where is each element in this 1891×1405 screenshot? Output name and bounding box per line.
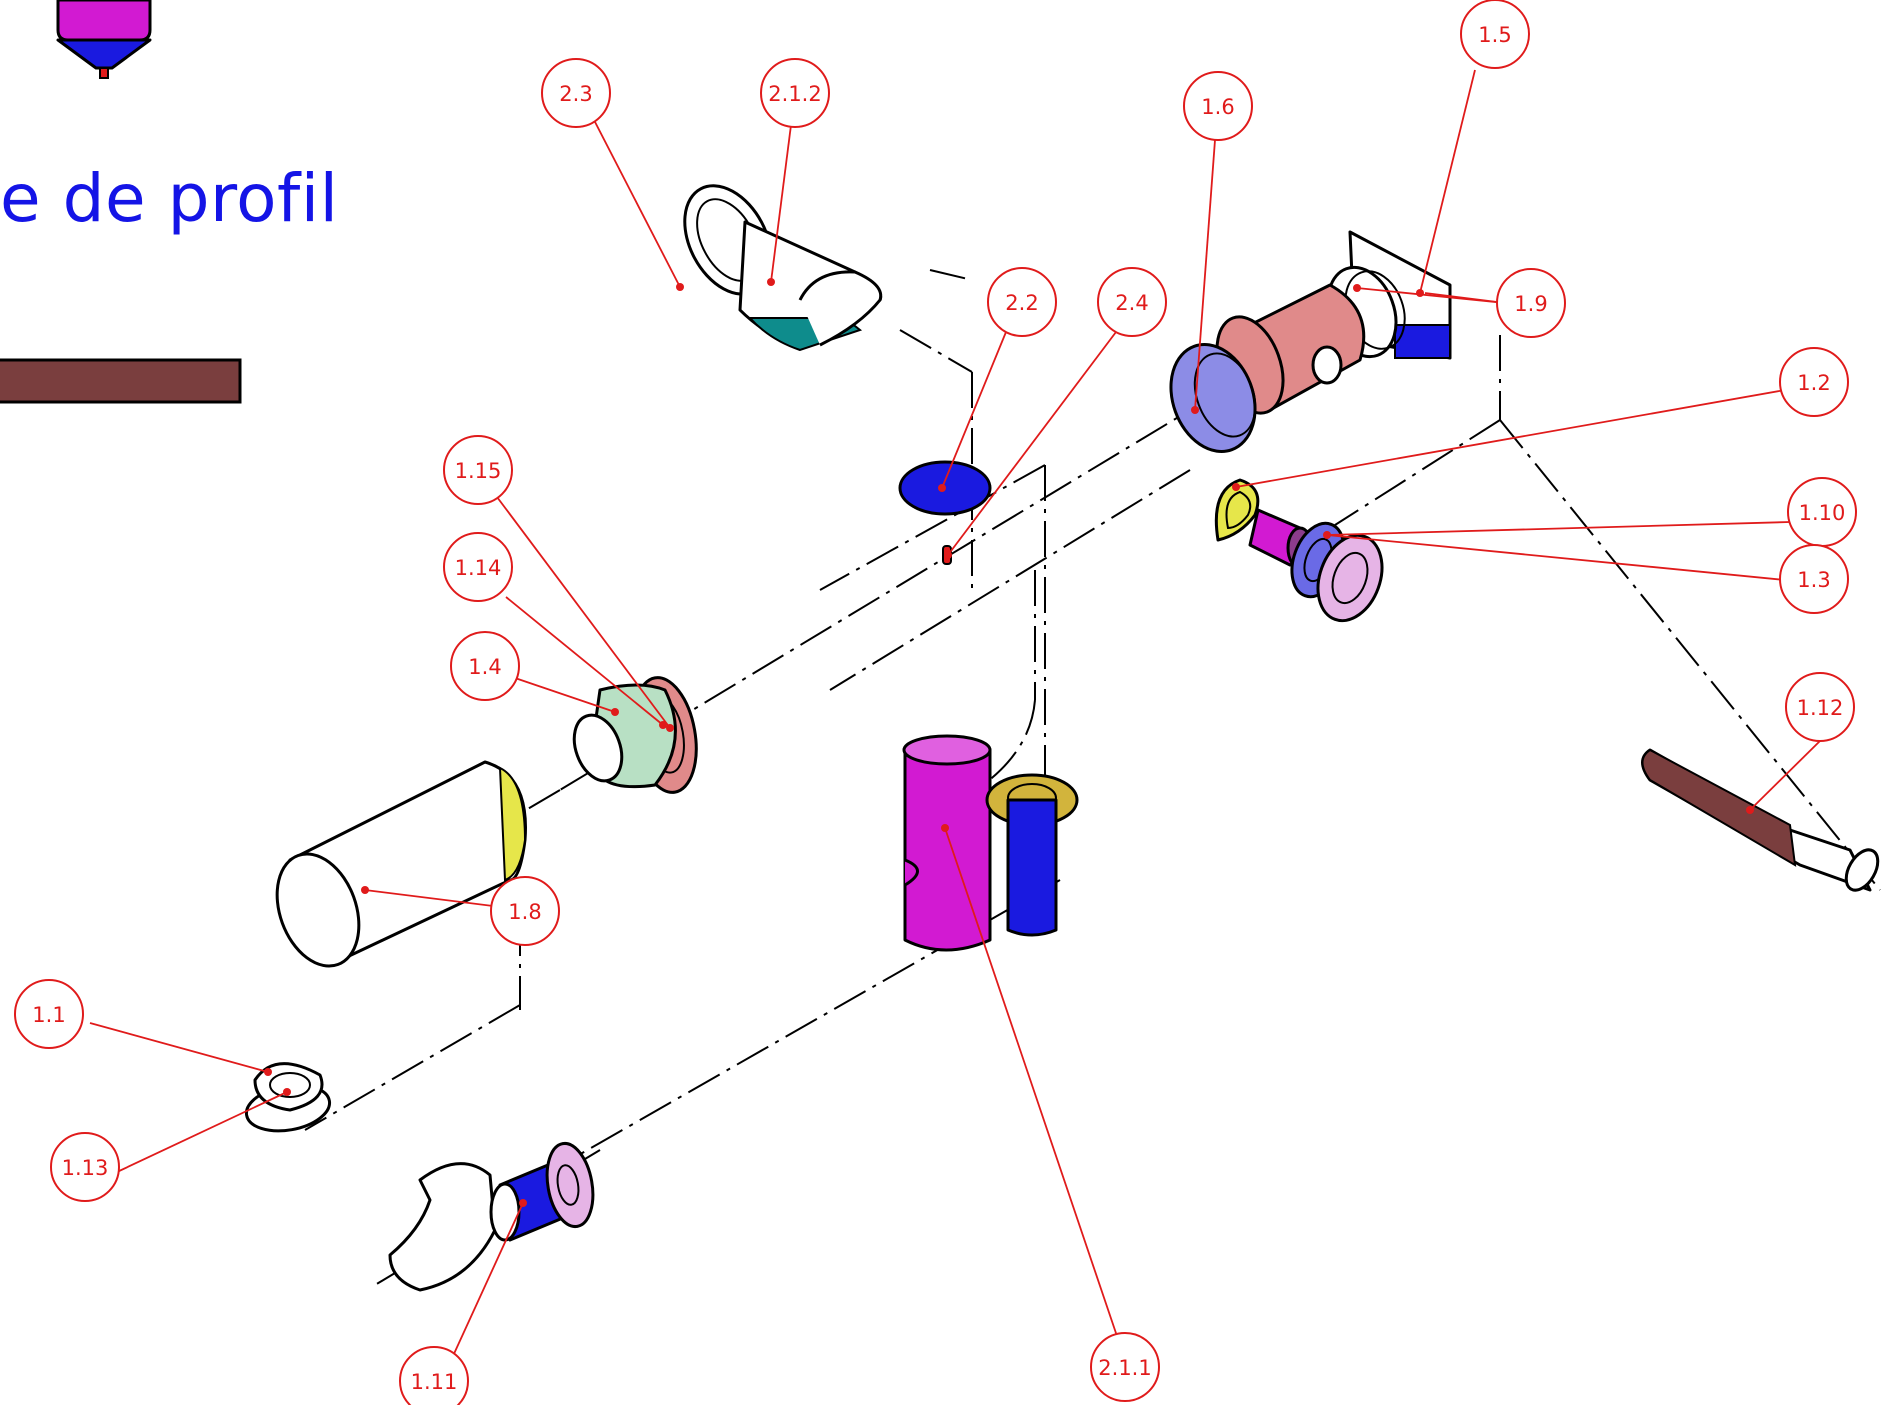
brown-bar-thumbnail — [0, 358, 242, 404]
callout-label: 1.10 — [1799, 501, 1846, 525]
callout-1-9: 1.9 — [1496, 268, 1566, 338]
part-1-8-pipe — [275, 760, 527, 968]
callout-1-14: 1.14 — [443, 532, 513, 602]
callout-1-13: 1.13 — [50, 1132, 120, 1202]
callout-label: 2.4 — [1115, 291, 1148, 315]
callout-label: 1.4 — [468, 655, 501, 679]
callout-label: 1.12 — [1797, 696, 1844, 720]
callout-label: 1.3 — [1797, 568, 1830, 592]
callout-label: 1.14 — [455, 556, 502, 580]
callout-1-11: 1.11 — [399, 1346, 469, 1405]
callout-label: 2.1.1 — [1098, 1356, 1151, 1380]
part-1-1-1-13-flange — [244, 1062, 332, 1133]
part-1-2-yellow-gasket — [1214, 478, 1260, 542]
callout-2-4: 2.4 — [1097, 267, 1167, 337]
part-1-12-brown-tube — [1641, 748, 1880, 892]
callout-label: 1.6 — [1201, 95, 1234, 119]
callout-label: 2.3 — [559, 82, 592, 106]
leader-lines — [89, 69, 1824, 1381]
callout-2-1-2: 2.1.2 — [760, 58, 830, 128]
part-1-3-flanges — [1290, 521, 1384, 623]
leader-dots — [264, 278, 1754, 1207]
callout-1-5: 1.5 — [1460, 0, 1530, 69]
center-lines — [304, 269, 1881, 1286]
callout-label: 1.5 — [1478, 23, 1511, 47]
callout-1-10: 1.10 — [1787, 477, 1857, 547]
callout-label: 1.11 — [411, 1370, 458, 1394]
callout-label: 2.2 — [1005, 291, 1038, 315]
callout-1-3: 1.3 — [1779, 544, 1849, 614]
callout-1-4: 1.4 — [450, 631, 520, 701]
callout-1-15: 1.15 — [443, 435, 513, 505]
callout-label: 1.8 — [508, 900, 541, 924]
callout-2-2: 2.2 — [987, 267, 1057, 337]
callout-label: 2.1.2 — [768, 82, 821, 106]
callout-label: 1.1 — [32, 1003, 65, 1027]
callout-1-2: 1.2 — [1779, 347, 1849, 417]
view-title: e de profil — [0, 160, 339, 237]
callout-label: 1.15 — [455, 459, 502, 483]
part-1-5-1-6-1-9-assembly — [1169, 230, 1452, 453]
callout-label: 1.2 — [1797, 371, 1830, 395]
callout-1-6: 1.6 — [1183, 71, 1253, 141]
callout-1-1: 1.1 — [14, 979, 84, 1049]
callout-1-12: 1.12 — [1785, 672, 1855, 742]
part-2-1-2-chute — [683, 184, 883, 352]
callout-label: 1.13 — [62, 1156, 109, 1180]
part-1-4-reducer — [572, 676, 698, 794]
part-2-1-1-body — [902, 734, 1079, 952]
part-1-11-elbow-assembly — [388, 1141, 595, 1292]
callout-label: 1.9 — [1514, 292, 1547, 316]
callout-2-1-1: 2.1.1 — [1090, 1332, 1160, 1402]
callout-2-3: 2.3 — [541, 58, 611, 128]
vessel-thumbnail — [56, 0, 152, 79]
callout-1-8: 1.8 — [490, 876, 560, 946]
